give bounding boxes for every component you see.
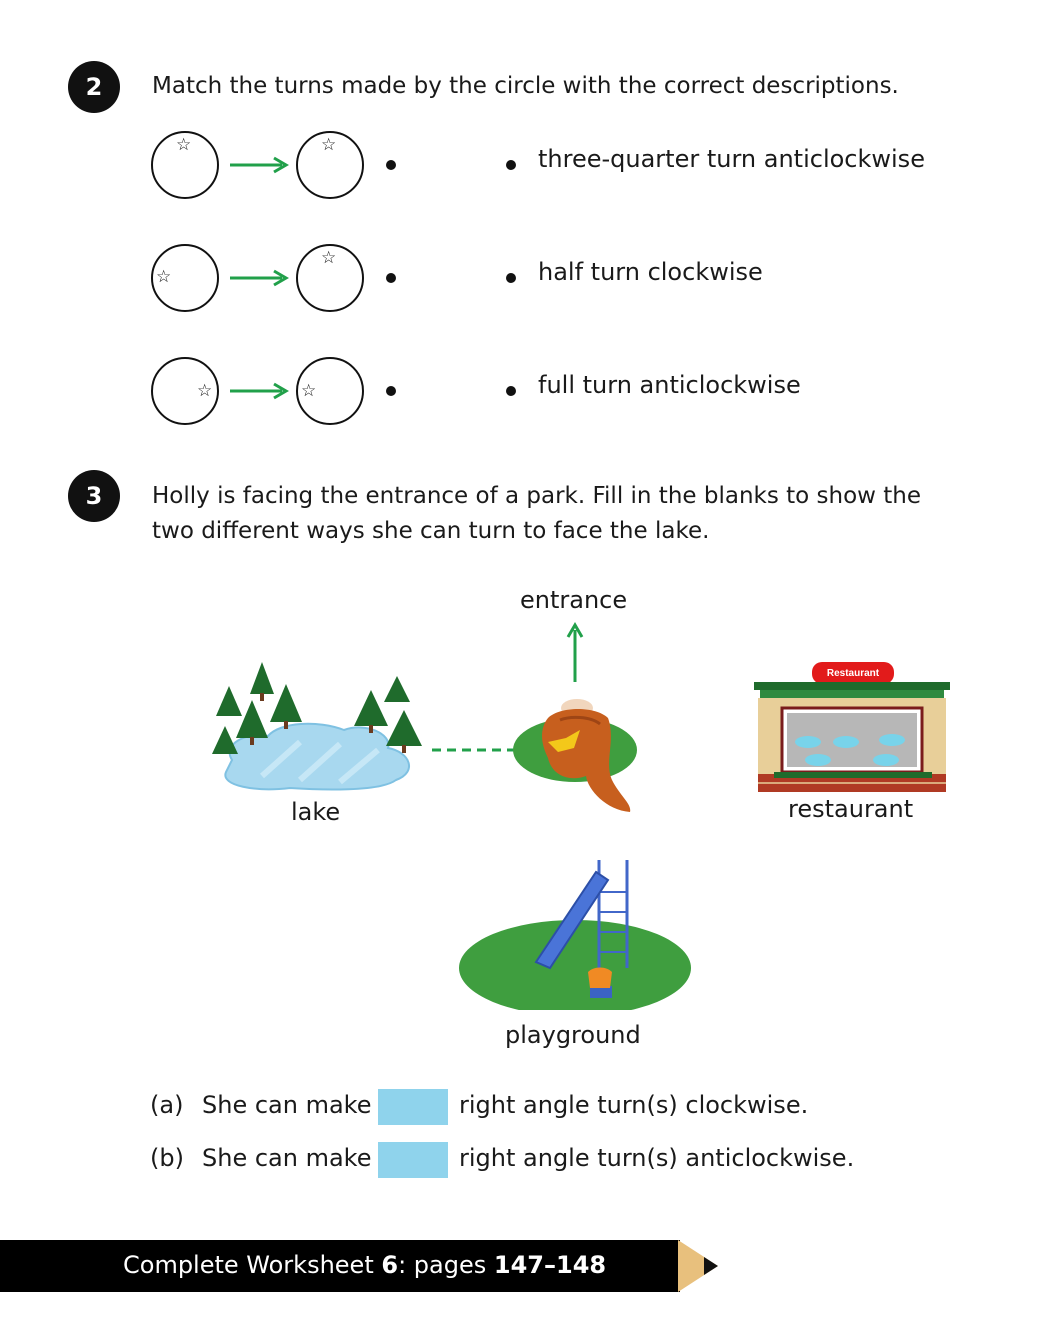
start-circle: ☆ (151, 357, 219, 425)
entrance-label: entrance (520, 586, 628, 614)
match-dot-left[interactable] (386, 273, 396, 283)
description-3: full turn anticlockwise (538, 371, 801, 399)
blank-suffix: right angle turn(s) anticlockwise. (459, 1144, 855, 1172)
turn-row-3: ☆ ☆ full turn anticlockwise (150, 357, 950, 427)
blank-letter: (b) (150, 1144, 184, 1172)
blank-suffix: right angle turn(s) clockwise. (459, 1091, 809, 1119)
star-icon: ☆ (176, 135, 192, 155)
question-number-3: 3 (68, 470, 120, 522)
question-3-instruction-line-1: Holly is facing the entrance of a park. … (152, 483, 922, 509)
right-arrow-icon (230, 156, 289, 174)
right-arrow-icon (230, 382, 289, 400)
answer-box-b[interactable] (378, 1142, 448, 1178)
description-1: three-quarter turn anticlockwise (538, 145, 925, 173)
entrance-arrow-icon (566, 622, 584, 682)
holly-icon (513, 699, 637, 812)
end-circle: ☆ (296, 244, 364, 312)
match-dot-right[interactable] (506, 386, 516, 396)
worksheet-banner[interactable]: Complete Worksheet 6: pages 147–148 (0, 1240, 680, 1292)
blank-letter: (a) (150, 1091, 184, 1119)
description-2: half turn clockwise (538, 258, 763, 286)
question-2-instruction: Match the turns made by the circle with … (152, 73, 899, 99)
lake-icon (224, 722, 410, 791)
start-circle: ☆ (151, 244, 219, 312)
match-dot-right[interactable] (506, 160, 516, 170)
blank-prefix: She can make (202, 1144, 372, 1172)
star-icon: ☆ (197, 381, 213, 401)
question-3-instruction-line-2: two different ways she can turn to face … (152, 518, 710, 544)
turn-row-1: ☆ ☆ three-quarter turn anticlockwise (150, 131, 950, 201)
answer-box-a[interactable] (378, 1089, 448, 1125)
pencil-tip-icon (678, 1240, 718, 1292)
end-circle: ☆ (296, 131, 364, 199)
match-dot-right[interactable] (506, 273, 516, 283)
star-icon: ☆ (301, 381, 317, 401)
turn-row-2: ☆ ☆ half turn clockwise (150, 244, 950, 314)
park-map-illustration: Restaurant (212, 622, 950, 1010)
restaurant-label: restaurant (788, 795, 914, 823)
star-icon: ☆ (321, 135, 337, 155)
banner-middle: : pages (398, 1251, 487, 1279)
star-icon: ☆ (156, 267, 172, 287)
tree-icons (212, 662, 422, 754)
blank-row-a: (a) She can make right angle turn(s) clo… (150, 1089, 870, 1125)
match-dot-left[interactable] (386, 160, 396, 170)
end-circle: ☆ (296, 357, 364, 425)
banner-text: Complete Worksheet 6: pages 147–148 (123, 1251, 606, 1279)
banner-worksheet-number: 6 (381, 1251, 399, 1279)
restaurant-icon (754, 662, 950, 792)
star-icon: ☆ (321, 248, 337, 268)
blank-row-b: (b) She can make right angle turn(s) ant… (150, 1142, 870, 1178)
lake-label: lake (291, 798, 341, 826)
restaurant-sign-text: Restaurant (827, 668, 880, 679)
start-circle: ☆ (151, 131, 219, 199)
match-dot-left[interactable] (386, 386, 396, 396)
playground-icon (459, 860, 691, 1010)
banner-pages: 147–148 (493, 1251, 607, 1279)
right-arrow-icon (230, 269, 289, 287)
playground-label: playground (505, 1021, 641, 1049)
banner-prefix: Complete Worksheet (123, 1251, 374, 1279)
question-number-2: 2 (68, 61, 120, 113)
blank-prefix: She can make (202, 1091, 372, 1119)
